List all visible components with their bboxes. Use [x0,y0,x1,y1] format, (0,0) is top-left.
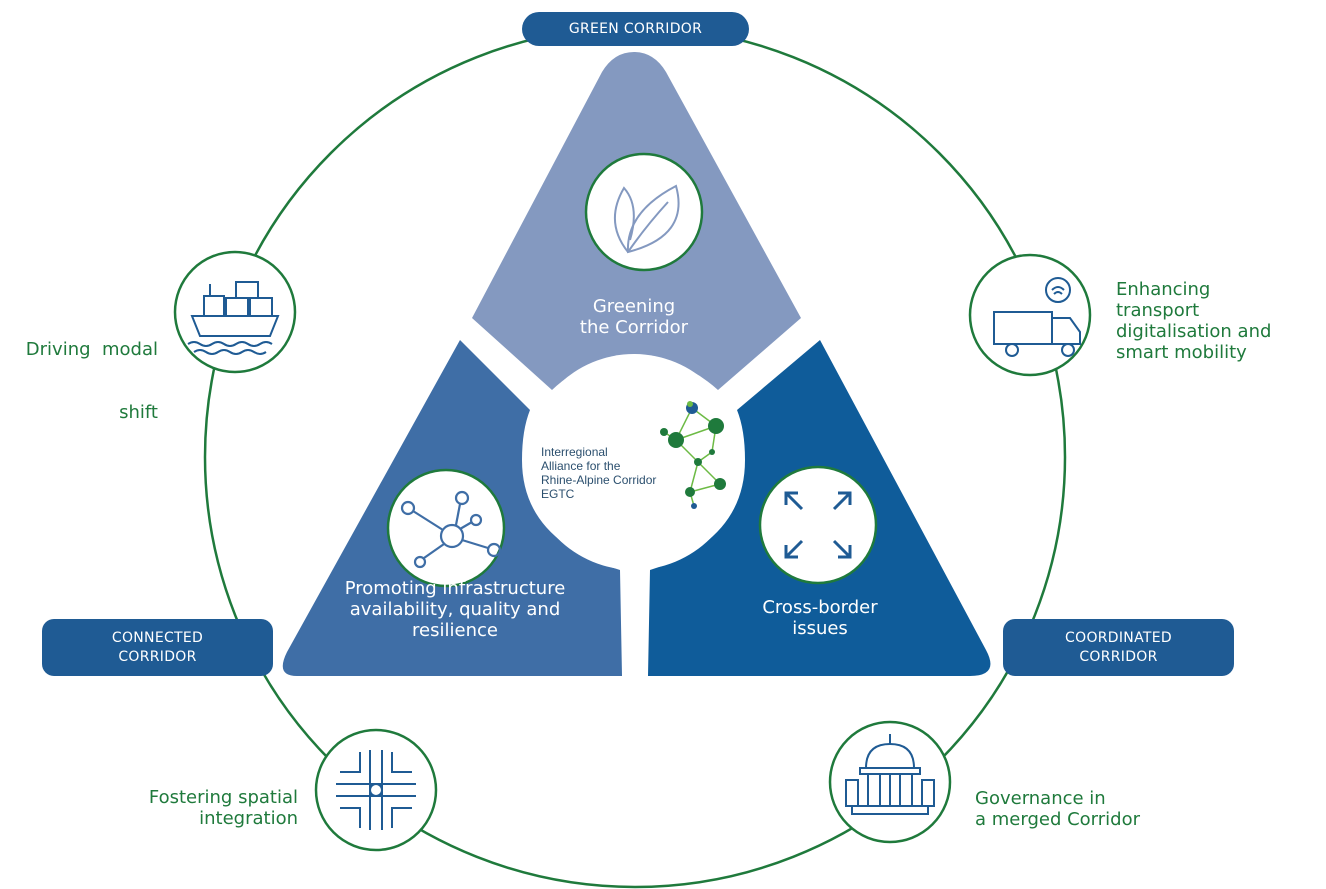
connected-corridor-line-1: CONNECTED [111,629,204,646]
spatial-line-2: integration [199,808,298,829]
coordinated-corridor-line-2: CORRIDOR [1079,648,1158,665]
cross-border-line-2: issues [792,618,848,639]
governance-line-2: a merged Corridor [975,809,1140,830]
modal-shift-label: Driving modal shift [8,297,158,444]
green-corridor-label: GREEN CORRIDOR [568,20,703,37]
modal-shift-line-1: Driving modal [25,339,158,360]
logo-line-3: Rhine-Alpine Corridor [541,473,657,487]
infrastructure-line-3: resilience [412,620,498,641]
infrastructure-label: Promoting infrastructure availability, q… [300,578,610,641]
digitalisation-line-4: smart mobility [1116,342,1247,363]
logo-line-1: Interregional [541,445,608,459]
digitalisation-line-3: digitalisation and [1116,321,1272,342]
crossroads-icon [314,728,438,852]
logo-line-2: Alliance for the [541,459,621,473]
digitalisation-line-2: transport [1116,300,1200,321]
cross-border-line-1: Cross-border [762,597,878,618]
connected-corridor-pill: CONNECTED CORRIDOR [42,619,273,676]
governance-label: Governance in a merged Corridor [975,788,1195,830]
infrastructure-line-2: availability, quality and [349,599,561,620]
governance-line-1: Governance in [975,788,1106,809]
cross-border-label: Cross-border issues [730,597,910,639]
leaf-icon [584,152,704,272]
modal-shift-line-2: shift [119,402,158,423]
alliance-logo-text: Interregional Alliance for the Rhine-Alp… [541,445,656,501]
green-corridor-pill: GREEN CORRIDOR [522,12,749,46]
government-building-icon [828,720,952,844]
spatial-line-1: Fostering spatial [148,787,298,808]
digitalisation-line-1: Enhancing [1116,279,1211,300]
ship-icon [173,250,297,374]
coordinated-corridor-pill: COORDINATED CORRIDOR [1003,619,1234,676]
truck-wifi-icon [968,253,1092,377]
greening-label: Greening the Corridor [544,296,724,338]
greening-line-1: Greening [592,296,676,317]
network-icon [386,468,506,588]
spatial-label: Fostering spatial integration [108,787,298,829]
logo-line-4: EGTC [541,487,575,501]
coordinated-corridor-line-1: COORDINATED [1065,629,1172,646]
infrastructure-line-1: Promoting infrastructure [344,578,566,599]
alliance-logo-icon [660,401,726,509]
connected-corridor-line-2: CORRIDOR [118,648,197,665]
greening-line-2: the Corridor [579,317,689,338]
digitalisation-label: Enhancing transport digitalisation and s… [1116,279,1321,363]
expand-arrows-icon [758,465,878,585]
